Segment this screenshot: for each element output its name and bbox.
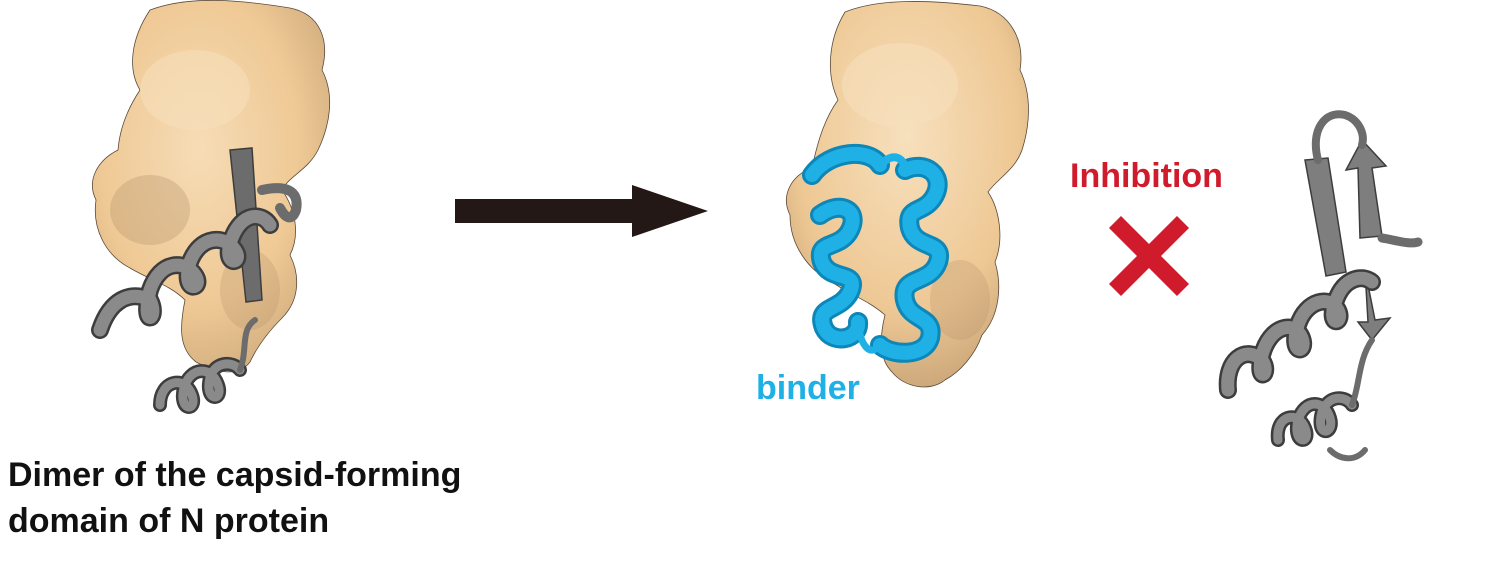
helix-right-lower — [1270, 337, 1375, 462]
caption-line-1: Dimer of the capsid-forming — [8, 456, 462, 494]
binder-label: binder — [756, 369, 860, 407]
helix-left-lower — [153, 317, 258, 414]
cross-mark-icon — [1108, 215, 1190, 297]
beta-strand-right-1 — [1304, 157, 1347, 277]
caption-line-2: domain of N protein — [8, 502, 330, 540]
monomer-structure — [1218, 110, 1423, 462]
binder-helix-1 — [802, 143, 890, 349]
inhibition-label: Inhibition — [1070, 157, 1223, 195]
beta-strand-right-2 — [1344, 138, 1388, 239]
beta-strand-left-2 — [257, 183, 302, 223]
helix-right-main — [1218, 269, 1381, 399]
binder-helix-2 — [854, 153, 949, 363]
helix-left-main — [91, 207, 279, 339]
figure-caption: Dimer of the capsid-forming domain of N … — [8, 452, 628, 544]
complex-structure — [786, 1, 1029, 388]
right-arrow-icon — [455, 185, 708, 237]
dimer-structure — [91, 0, 331, 414]
